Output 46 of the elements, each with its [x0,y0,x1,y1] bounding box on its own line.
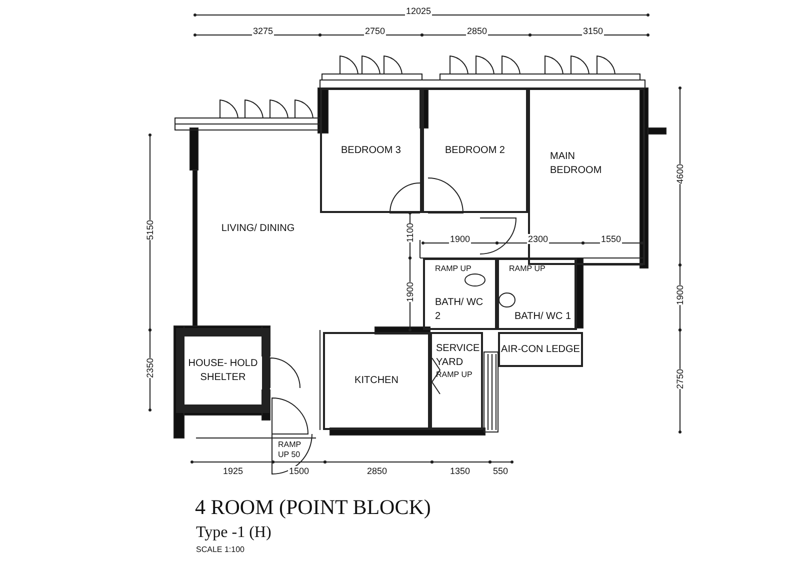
dimension-label: 1100 [404,223,416,242]
scale-label: SCALE 1:100 [195,545,246,554]
dimension-label: 4600 [674,164,686,184]
ramp-label: RAMP UP 50 [277,440,302,460]
ramp-label: RAMP UP [509,264,546,274]
room-label: BEDROOM 3 [340,144,401,158]
dimension-label: 5150 [144,220,156,240]
room-label: BEDROOM 2 [444,144,505,158]
dimension-label: 1900 [449,234,472,244]
room-area [423,258,497,330]
dimension-label: 1900 [674,285,686,306]
room-label: HOUSE- HOLD SHELTER [187,356,259,384]
room-area [498,332,583,367]
dimension-label: 3150 [582,26,604,36]
room-area [323,332,430,430]
dimension-label: 2350 [144,358,156,378]
dimension-label: 1925 [222,466,244,476]
dimension-label: 550 [492,466,510,476]
dimension-label: 1900 [404,282,416,302]
dimension-label: 2750 [364,26,386,36]
room-label: BATH/ WC 2 [435,296,484,324]
dimension-label: 1550 [600,234,622,244]
plan-title: 4 ROOM (POINT BLOCK) [195,495,431,520]
room-area [176,328,270,413]
dimension-label: 1350 [449,466,472,476]
dimension-label: 2850 [466,26,488,36]
dimension-label: 3275 [252,26,274,36]
dimension-label: 2750 [674,369,686,390]
dimension-label: 1500 [288,466,310,476]
room-label: BATH/ WC 1 [514,310,571,324]
dimension-label: 12025 [405,6,432,16]
room-label: MAIN BEDROOM [550,150,603,178]
room-area [430,332,483,430]
room-area [528,88,645,265]
room-label: KITCHEN [354,374,398,388]
dimension-label: 2850 [366,466,388,476]
dimension-label: 2300 [527,234,550,244]
room-area [320,88,422,213]
room-area [422,88,528,213]
ramp-label: RAMP UP [436,370,472,380]
type-label: Type -1 (H) [195,524,272,542]
ramp-label: RAMP UP [435,264,472,274]
room-label: SERVICE YARD [436,342,480,370]
room-label: AIR-CON LEDGE [501,342,580,356]
room-area [497,258,577,330]
room-label: LIVING/ DINING [221,222,295,236]
